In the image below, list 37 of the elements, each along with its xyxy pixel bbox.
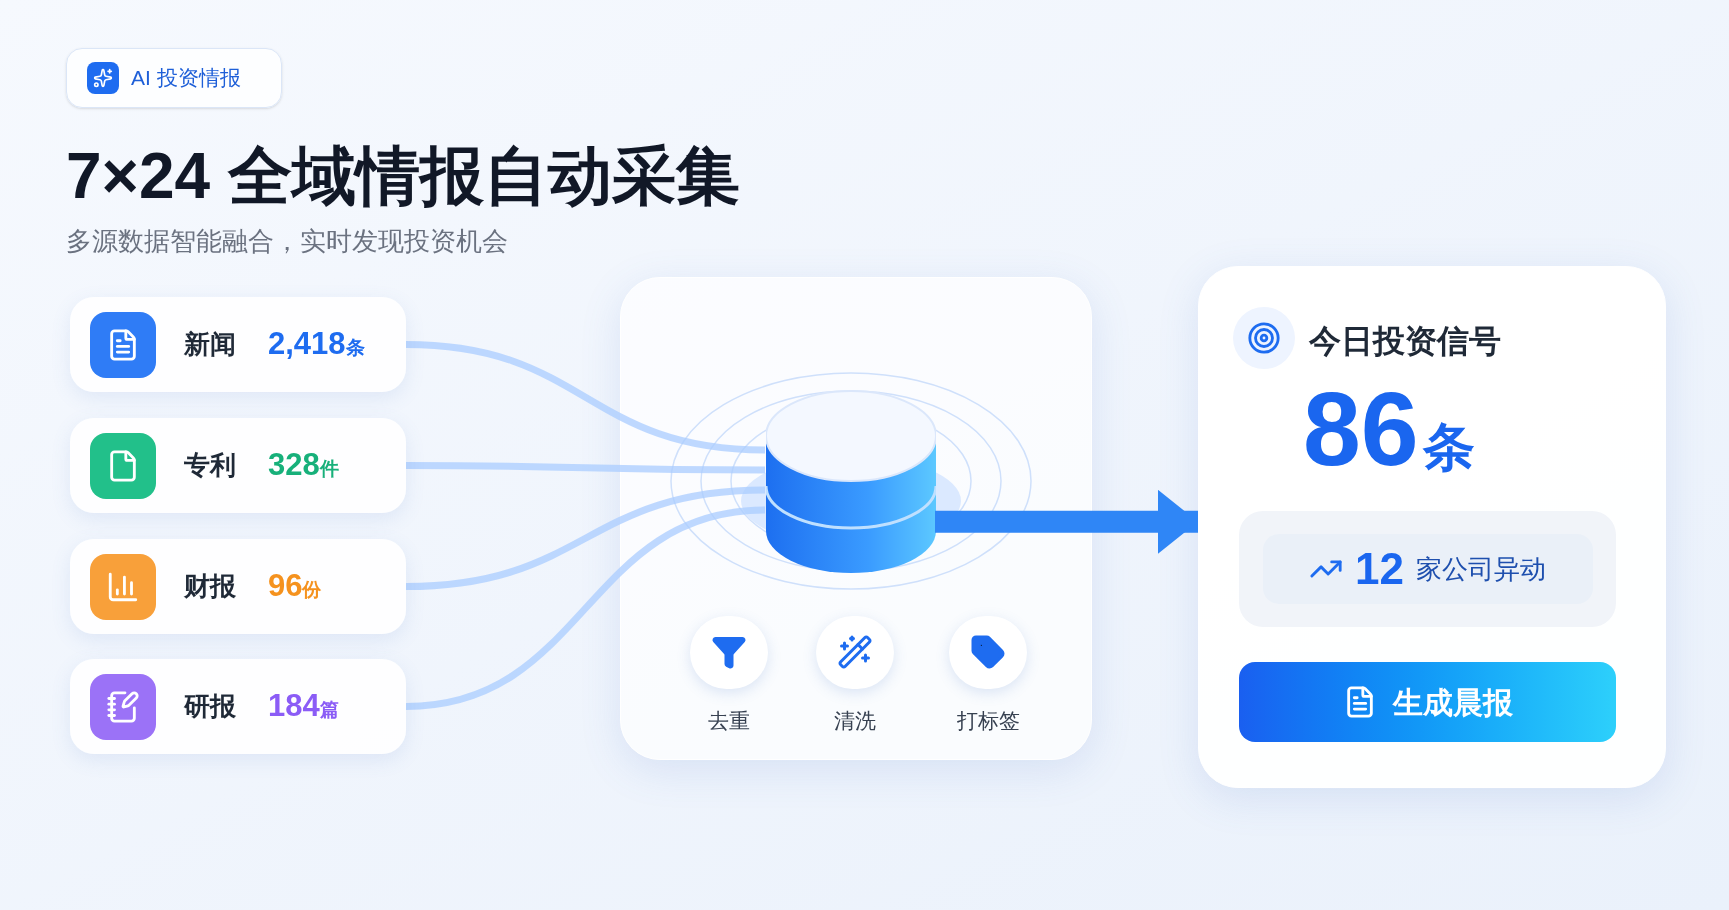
count-unit: 条 — [345, 337, 365, 361]
stat-panel — [1239, 511, 1616, 627]
step-label: 打标签 — [956, 707, 1020, 734]
signal-count: 86 — [1303, 377, 1419, 481]
source-card — [70, 297, 406, 392]
signal-card — [1198, 266, 1666, 788]
source-name: 新闻 — [184, 328, 236, 361]
stat-text: 家公司异动 — [1415, 552, 1546, 586]
tag-badge — [66, 48, 282, 108]
step-label: 去重 — [708, 707, 750, 734]
source-card — [70, 659, 406, 754]
count-unit: 件 — [319, 457, 339, 482]
count-unit: 条 — [1422, 417, 1475, 478]
count-value: 2,418 — [268, 325, 346, 364]
source-card — [70, 539, 406, 634]
data-stream — [405, 341, 766, 454]
data-stream — [405, 506, 766, 710]
data-stream — [406, 462, 765, 474]
pipeline-panel — [620, 277, 1092, 760]
generate-report-button: 生成晨报 — [1239, 662, 1616, 742]
badge-label: AI 投资情报 — [131, 65, 241, 92]
stat-number: 12 — [1355, 543, 1404, 595]
source-name: 财报 — [184, 570, 236, 603]
count-value: 328 — [268, 446, 320, 485]
card-heading: 今日投资信号 — [1309, 322, 1501, 361]
flow-arrow — [935, 489, 1198, 554]
count-value: 96 — [268, 567, 303, 606]
source-name: 专利 — [184, 449, 236, 482]
data-stream — [405, 486, 766, 590]
count-unit: 篇 — [319, 699, 339, 723]
subtitle: 多源数据智能融合，实时发现投资机会 — [66, 225, 508, 258]
count-unit: 份 — [302, 579, 322, 603]
page-title: 7×24 全域情报自动采集 — [66, 139, 740, 214]
source-card — [70, 418, 406, 513]
count-value: 184 — [268, 687, 320, 726]
source-name: 研报 — [184, 690, 236, 723]
step-label: 清洗 — [834, 707, 876, 734]
